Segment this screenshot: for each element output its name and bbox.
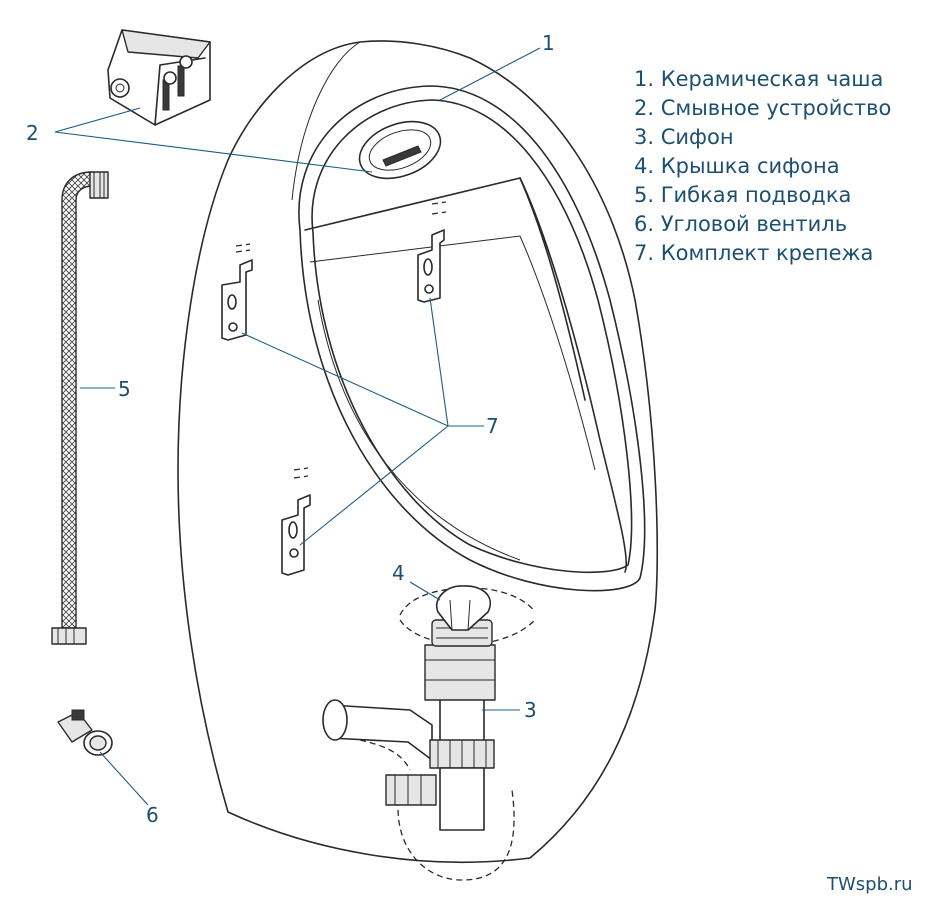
siphon-cover [435, 585, 491, 631]
siphon [322, 619, 515, 881]
legend-item-3: 3. Сифон [634, 125, 734, 149]
callout-1: 1 [542, 31, 555, 55]
parts-legend: 1. Керамическая чаша 2. Смывное устройст… [634, 67, 891, 265]
legend-item-1: 1. Керамическая чаша [634, 67, 883, 91]
callout-7: 7 [486, 414, 499, 438]
callout-4: 4 [392, 561, 405, 585]
ceramic-bowl [177, 40, 659, 864]
mounting-bracket-bottom [281, 467, 311, 576]
mounting-bracket-right [417, 201, 447, 303]
callout-6: 6 [146, 803, 159, 827]
watermark-text: TWspb.ru [826, 874, 913, 895]
legend-item-6: 6. Угловой вентиль [634, 212, 847, 236]
angle-valve [57, 709, 113, 756]
legend-item-5: 5. Гибкая подводка [634, 183, 851, 207]
legend-item-2: 2. Смывное устройство [634, 96, 891, 120]
callout-2: 2 [26, 121, 39, 145]
legend-item-7: 7. Комплект крепежа [634, 241, 873, 265]
flush-device [107, 29, 211, 126]
legend-item-4: 4. Крышка сифона [634, 154, 840, 178]
mounting-bracket-left [221, 243, 253, 341]
flexible-hose [51, 171, 109, 645]
callout-3: 3 [524, 698, 537, 722]
leader-lines [54, 47, 541, 806]
callout-5: 5 [118, 377, 131, 401]
